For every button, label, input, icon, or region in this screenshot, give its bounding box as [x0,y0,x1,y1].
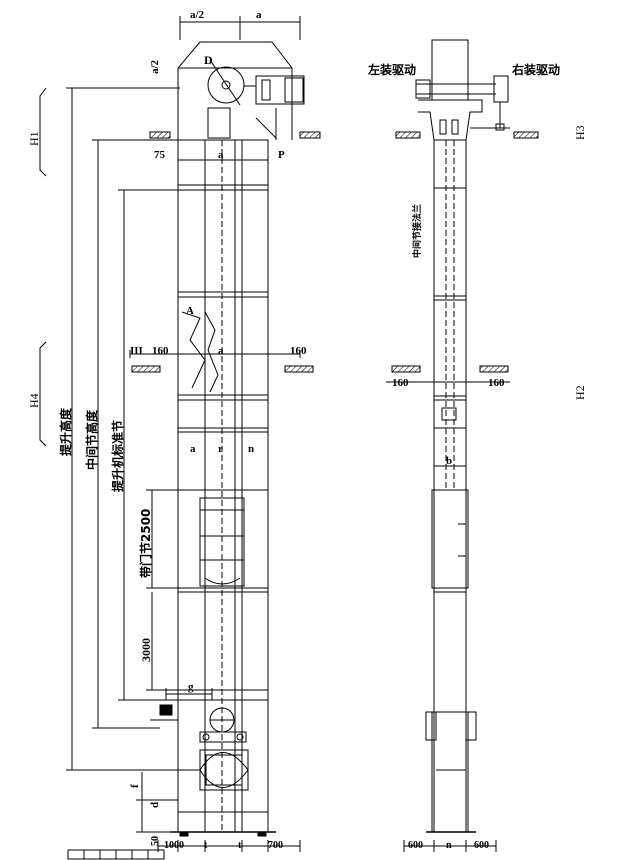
side-bottom-600: 600 [408,840,423,851]
drive-right-label: 右装驱动 [511,62,560,77]
dim-g: g [188,681,194,693]
section-label-iii: III [130,345,143,357]
dim-half-a: a/2 [190,9,205,21]
side-dim-160-left: 160 [392,377,409,389]
dim-f: f [129,784,141,788]
mid-dim-r: r [218,443,223,455]
side-bottom-600b: 600 [474,840,489,851]
drive-unit-right [493,75,509,103]
drive-unit-left [415,79,431,99]
head-pulley [207,66,245,104]
section-marker-a: A [186,305,194,317]
left-elevation-view [39,16,321,852]
floor-hatch [395,131,421,139]
margin-mark-h3: H3 [573,125,587,140]
floor-hatch [149,131,171,139]
dim-75: 75 [154,149,166,161]
margin-mark-h2: H2 [573,385,587,400]
label-standard-section: 提升机标准节 [110,420,125,492]
mid-dim-n: n [248,443,254,455]
corner-table [67,849,165,860]
floor-hatch [299,131,321,139]
floor-hatch [284,365,314,373]
bottom-dim-700: 700 [268,840,283,851]
floor-hatch [513,131,539,139]
inlet-chute [199,749,249,791]
door-section-side [431,489,469,589]
dim-a-mid: a [218,345,224,357]
side-bottom-n: n [446,840,452,851]
dim-d: d [149,802,161,808]
drive-left-label: 左装驱动 [367,62,416,77]
elevator-casing [177,139,269,833]
right-side-view [386,39,539,852]
side-dim-b: b [446,455,452,467]
label-door-section: 带门节2500 [138,509,153,578]
dim-160-left: 160 [152,345,169,357]
dim-p: P [278,149,285,161]
side-dim-160-right: 160 [488,377,505,389]
label-mid-section-height: 中间节高度 [84,409,99,470]
floor-hatch [131,365,161,373]
floor-hatch [391,365,421,373]
bottom-dim-t1: t [204,840,208,851]
label-3000: 3000 [139,638,153,662]
bottom-dim-1000: 1000 [164,840,184,851]
bottom-dim-t2: t [238,840,242,851]
mid-dim-a: a [190,443,196,455]
dim-a-top: a [256,9,262,21]
dim-side-half-a: a/2 [149,59,161,74]
access-door [199,497,245,587]
drive-motor [255,75,305,105]
pulley-label: D [204,53,213,67]
dim-50: 50 [150,836,161,846]
label-lift-height: 提升高度 [58,407,73,456]
margin-mark-h4: H4 [27,393,41,408]
floor-hatch [479,365,509,373]
margin-mark-h1: H1 [27,131,41,146]
dim-a-head: a [218,149,224,161]
dim-160-right: 160 [290,345,307,357]
mid-section-tag: 中间节接法兰 [411,204,423,258]
boot-side [431,711,469,833]
